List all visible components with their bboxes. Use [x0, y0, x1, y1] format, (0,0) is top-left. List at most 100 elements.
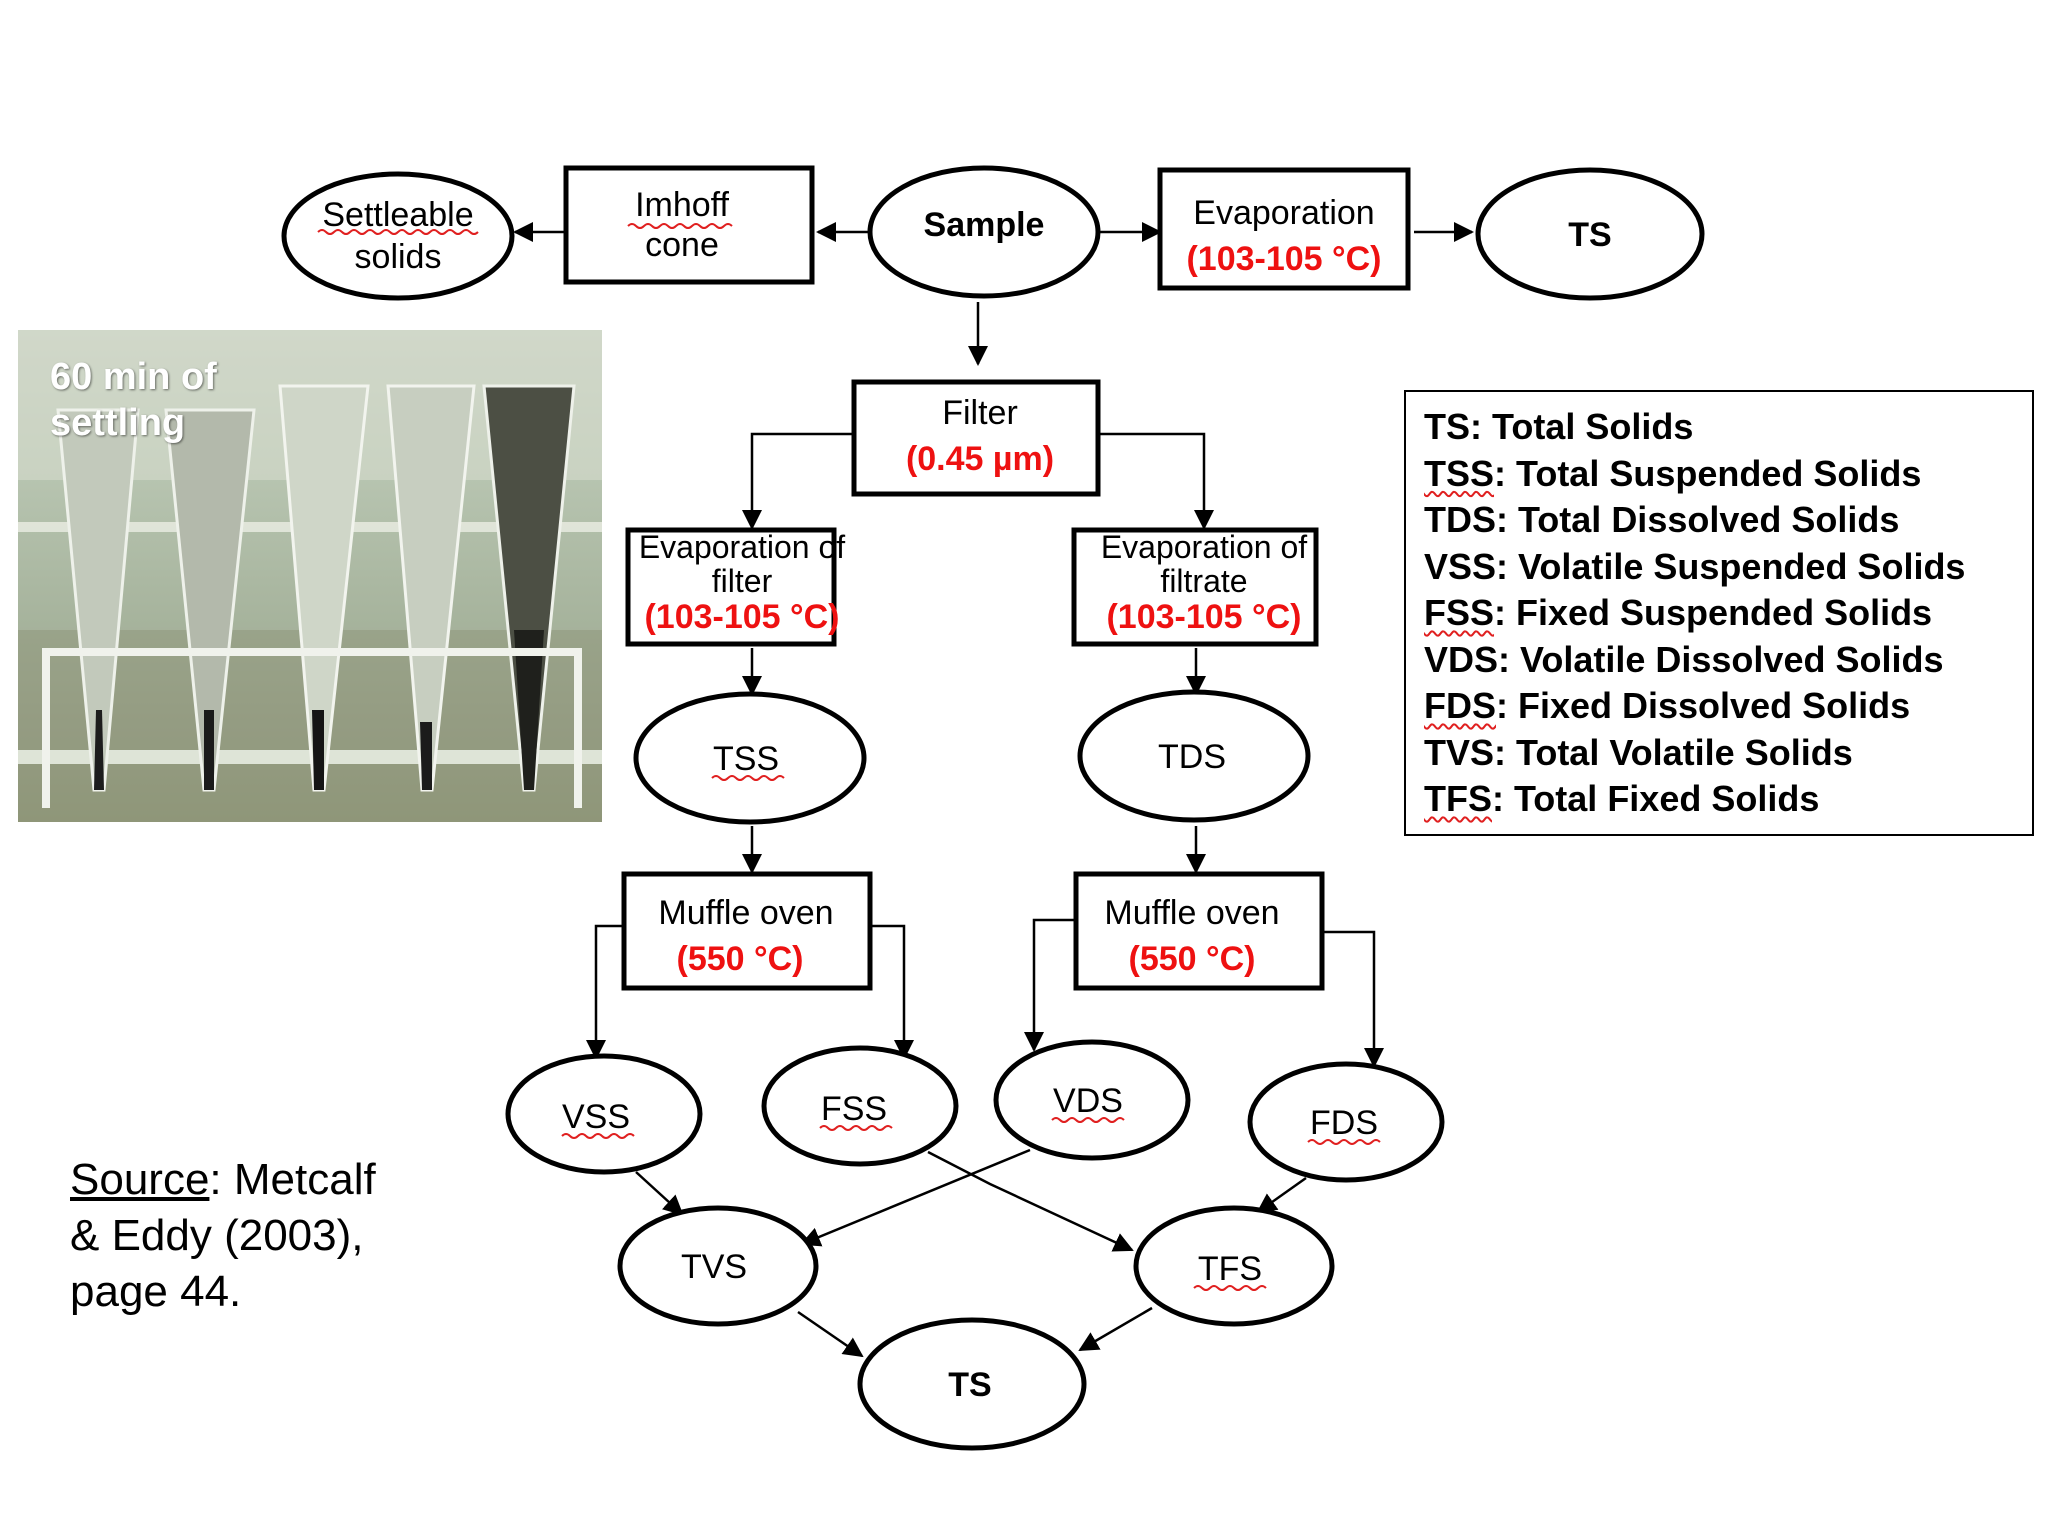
- legend-definition: : Fixed Dissolved Solids: [1496, 685, 1911, 726]
- settleable-label-line1: Settleable: [322, 196, 473, 234]
- node-ts-bottom: TS: [857, 1317, 1087, 1451]
- node-evaporation: Evaporation (103-105 °C): [1157, 167, 1411, 291]
- node-vss: VSS: [505, 1053, 703, 1175]
- muffle-right-label: Muffle oven: [1104, 894, 1279, 932]
- evap-filter-label-line2: filter: [712, 563, 773, 599]
- vss-label: VSS: [562, 1098, 630, 1136]
- node-evaporation-of-filtrate: Evaporation of filtrate (103-105 °C): [1071, 527, 1319, 647]
- node-fss: FSS: [761, 1045, 959, 1167]
- arrow-muffle-left-to-vss: [586, 924, 624, 1060]
- legend-abbr: FDS: [1424, 685, 1496, 726]
- legend-definition: : Total Volatile Solids: [1494, 731, 1853, 773]
- legend-row: TVS: Total Volatile Solids: [1424, 730, 2032, 777]
- legend-row: VSS: Volatile Suspended Solids: [1424, 544, 2032, 591]
- source-citation: Source: Metcalf & Eddy (2003), page 44.: [70, 1152, 376, 1320]
- legend-definition: : Total Fixed Solids: [1492, 778, 1820, 819]
- muffle-right-temperature: (550 °C): [1129, 940, 1256, 978]
- fss-label: FSS: [821, 1090, 887, 1128]
- arrow-tfs-to-ts: [1078, 1306, 1153, 1352]
- arrow-fds-to-tfs: [1256, 1176, 1307, 1214]
- spellcheck-underline: [1051, 1117, 1125, 1123]
- node-vds: VDS: [993, 1039, 1191, 1161]
- arrow-vds-to-tvs: [800, 1148, 1031, 1247]
- muffle-left-temperature: (550 °C): [677, 940, 804, 978]
- photo-illustration: [18, 330, 602, 822]
- photo-caption-line2: settling: [50, 402, 186, 444]
- arrow-filter-to-evap-filtrate: [1100, 432, 1214, 530]
- legend-abbr: VSS: [1424, 545, 1497, 587]
- legend-abbr: TFS: [1424, 778, 1492, 819]
- arrow-filter-to-evap-filter: [742, 432, 852, 530]
- arrow-fss-to-tfs: [927, 1150, 1134, 1252]
- legend-row: TFS: Total Fixed Solids: [1424, 776, 2032, 823]
- node-ts-top: TS: [1475, 167, 1705, 301]
- evap-filtrate-label-line2: filtrate: [1160, 563, 1247, 599]
- node-tss: TSS: [633, 691, 867, 825]
- source-line3: page 44.: [70, 1267, 242, 1316]
- legend-abbr: FSS: [1424, 592, 1495, 633]
- legend-abbr: TSS: [1424, 452, 1495, 494]
- legend-definition: : Volatile Dissolved Solids: [1498, 638, 1944, 680]
- legend-row: FSS: Fixed Suspended Solids: [1424, 590, 2032, 637]
- imhoff-cones-photo: 60 min of settling: [18, 330, 602, 822]
- node-fds: FDS: [1247, 1061, 1445, 1183]
- node-tvs: TVS: [617, 1205, 819, 1327]
- abbreviation-legend: TS: Total Solids TSS: Total Suspended So…: [1404, 390, 2034, 836]
- source-text-part1: : Metcalf: [209, 1155, 376, 1204]
- source-line1: Source: Metcalf: [70, 1152, 376, 1208]
- sample-label: Sample: [924, 206, 1045, 244]
- arrow-tvs-to-ts: [797, 1310, 864, 1358]
- tss-label: TSS: [713, 740, 779, 778]
- settleable-label-line2: solids: [355, 238, 442, 276]
- evap-filter-label-line1: Evaporation of: [639, 529, 845, 565]
- legend-abbr: TVS: [1424, 731, 1495, 773]
- spellcheck-underline: [627, 223, 733, 229]
- legend-row: TS: Total Solids: [1424, 404, 2032, 451]
- legend-row: TSS: Total Suspended Solids: [1424, 451, 2032, 498]
- node-evaporation-of-filter: Evaporation of filter (103-105 °C): [625, 527, 845, 647]
- arrow-muffle-right-to-vds: [1024, 918, 1078, 1052]
- evap-filter-temperature: (103-105 °C): [644, 598, 839, 636]
- source-label: Source: [70, 1155, 210, 1204]
- tds-label: TDS: [1158, 738, 1226, 776]
- spellcheck-underline: [561, 1133, 635, 1139]
- imhoff-label-line2: cone: [645, 226, 719, 264]
- spellcheck-underline: [711, 775, 785, 781]
- filter-pore-size: (0.45 µm): [906, 440, 1054, 478]
- ts-bottom-label: TS: [948, 1366, 991, 1404]
- spellcheck-underline: [1193, 1285, 1267, 1291]
- legend-definition: : Total Suspended Solids: [1494, 452, 1922, 494]
- muffle-left-label: Muffle oven: [658, 894, 833, 932]
- spellcheck-underline: [1307, 1139, 1381, 1145]
- node-settleable-solids: Settleable solids: [281, 171, 515, 301]
- legend-abbr: TDS: [1424, 499, 1496, 540]
- legend-row: TDS: Total Dissolved Solids: [1424, 497, 2032, 544]
- node-sample: Sample: [867, 165, 1101, 299]
- legend-definition: : Volatile Suspended Solids: [1496, 545, 1966, 587]
- legend-row: VDS: Volatile Dissolved Solids: [1424, 637, 2032, 684]
- spellcheck-underline: [819, 1125, 893, 1131]
- fds-label: FDS: [1310, 1104, 1378, 1142]
- legend-definition: : Total Dissolved Solids: [1496, 499, 1900, 540]
- evaporation-label: Evaporation: [1193, 194, 1374, 232]
- node-muffle-oven-right: Muffle oven (550 °C): [1073, 871, 1325, 991]
- arrow-muffle-left-to-fss: [870, 924, 914, 1060]
- evaporation-temperature: (103-105 °C): [1186, 240, 1381, 278]
- vds-label: VDS: [1053, 1082, 1123, 1120]
- evap-filtrate-temperature: (103-105 °C): [1106, 598, 1301, 636]
- evap-filtrate-label-line1: Evaporation of: [1101, 529, 1307, 565]
- photo-caption: 60 min of settling: [50, 354, 217, 446]
- legend-definition: : Fixed Suspended Solids: [1494, 592, 1933, 633]
- legend-abbr: TS: [1424, 406, 1471, 447]
- node-muffle-oven-left: Muffle oven (550 °C): [621, 871, 873, 991]
- node-tds: TDS: [1077, 689, 1311, 823]
- connectors: [513, 222, 1474, 1358]
- legend-abbr: VDS: [1424, 638, 1499, 680]
- ts-top-label: TS: [1568, 216, 1611, 254]
- filter-label: Filter: [942, 394, 1018, 432]
- imhoff-label-line1: Imhoff: [635, 186, 729, 224]
- photo-caption-line1: 60 min of: [50, 356, 217, 398]
- arrow-muffle-right-to-fds: [1324, 930, 1384, 1068]
- source-line2: & Eddy (2003),: [70, 1211, 364, 1260]
